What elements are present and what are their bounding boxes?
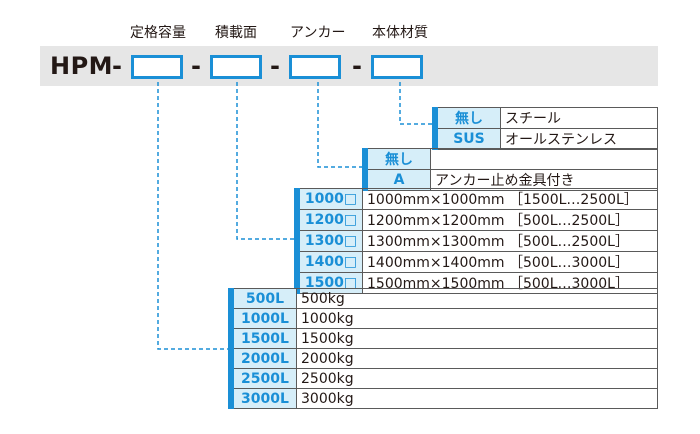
option-code: 1000L bbox=[228, 308, 297, 329]
table-row: SUS オールステンレス bbox=[432, 128, 658, 150]
option-code: 500L bbox=[228, 288, 297, 309]
option-description: 3000kg bbox=[296, 388, 658, 409]
option-description: アンカー止め金具付き bbox=[430, 169, 658, 191]
option-description: オールステンレス bbox=[500, 128, 658, 150]
option-code: 無し bbox=[432, 107, 501, 129]
option-description: 2500kg bbox=[296, 368, 658, 389]
option-description: 1500kg bbox=[296, 328, 658, 349]
header-capacity: 定格容量 bbox=[130, 25, 186, 41]
table-row: 無し bbox=[362, 148, 658, 170]
capacity-table: 500L 500kg 1000L 1000kg 1500L 1500kg 200… bbox=[228, 288, 658, 409]
anchor-slot bbox=[289, 55, 341, 79]
anchor-table: 無し A アンカー止め金具付き bbox=[362, 148, 658, 191]
surface-table: 1000□ 1000mm×1000mm ［1500L…2500L］ 1200□ … bbox=[294, 188, 658, 294]
separator: - bbox=[112, 52, 122, 80]
option-description: 1400mm×1400mm ［500L…3000L］ bbox=[362, 251, 658, 273]
option-code: A bbox=[362, 169, 431, 191]
option-description: 500kg bbox=[296, 288, 658, 309]
option-code: 2000L bbox=[228, 348, 297, 369]
option-code: 1200□ bbox=[294, 209, 363, 231]
table-row: 2500L 2500kg bbox=[228, 368, 658, 389]
table-row: 1500□ 1500mm×1500mm ［500L…3000L］ bbox=[294, 272, 658, 294]
table-row: 1000□ 1000mm×1000mm ［1500L…2500L］ bbox=[294, 188, 658, 210]
header-material: 本体材質 bbox=[372, 25, 428, 41]
option-description: 1300mm×1300mm ［500L…2500L］ bbox=[362, 230, 658, 252]
table-row: A アンカー止め金具付き bbox=[362, 169, 658, 191]
table-row: 1300□ 1300mm×1300mm ［500L…2500L］ bbox=[294, 230, 658, 252]
header-surface: 積載面 bbox=[215, 25, 257, 41]
option-description: 1000mm×1000mm ［1500L…2500L］ bbox=[362, 188, 658, 210]
table-row: 3000L 3000kg bbox=[228, 388, 658, 409]
surface-slot bbox=[210, 55, 262, 79]
table-row: 2000L 2000kg bbox=[228, 348, 658, 369]
option-description: 2000kg bbox=[296, 348, 658, 369]
anchor-connector bbox=[317, 82, 362, 168]
option-code: 1400□ bbox=[294, 251, 363, 273]
material-slot bbox=[371, 55, 423, 79]
option-description: 1000kg bbox=[296, 308, 658, 329]
table-row: 1500L 1500kg bbox=[228, 328, 658, 349]
separator: - bbox=[270, 52, 280, 80]
option-description: スチール bbox=[500, 107, 658, 129]
option-code: 3000L bbox=[228, 388, 297, 409]
table-row: 無し スチール bbox=[432, 107, 658, 129]
capacity-slot bbox=[131, 55, 183, 79]
surface-connector bbox=[236, 82, 294, 240]
separator: - bbox=[352, 52, 362, 80]
model-prefix: HPM bbox=[50, 52, 114, 80]
table-row: 1400□ 1400mm×1400mm ［500L…3000L］ bbox=[294, 251, 658, 273]
option-code: 1000□ bbox=[294, 188, 363, 210]
option-code: SUS bbox=[432, 128, 501, 150]
separator: - bbox=[191, 52, 201, 80]
option-code: 無し bbox=[362, 148, 431, 170]
table-row: 1000L 1000kg bbox=[228, 308, 658, 329]
table-row: 1200□ 1200mm×1200mm ［500L…2500L］ bbox=[294, 209, 658, 231]
capacity-connector bbox=[157, 82, 228, 350]
option-description bbox=[430, 148, 658, 170]
header-anchor: アンカー bbox=[290, 25, 346, 41]
material-connector bbox=[399, 82, 432, 125]
table-row: 500L 500kg bbox=[228, 288, 658, 309]
option-code: 1500L bbox=[228, 328, 297, 349]
option-description: 1200mm×1200mm ［500L…2500L］ bbox=[362, 209, 658, 231]
material-table: 無し スチール SUS オールステンレス bbox=[432, 107, 658, 150]
option-code: 1300□ bbox=[294, 230, 363, 252]
option-code: 2500L bbox=[228, 368, 297, 389]
